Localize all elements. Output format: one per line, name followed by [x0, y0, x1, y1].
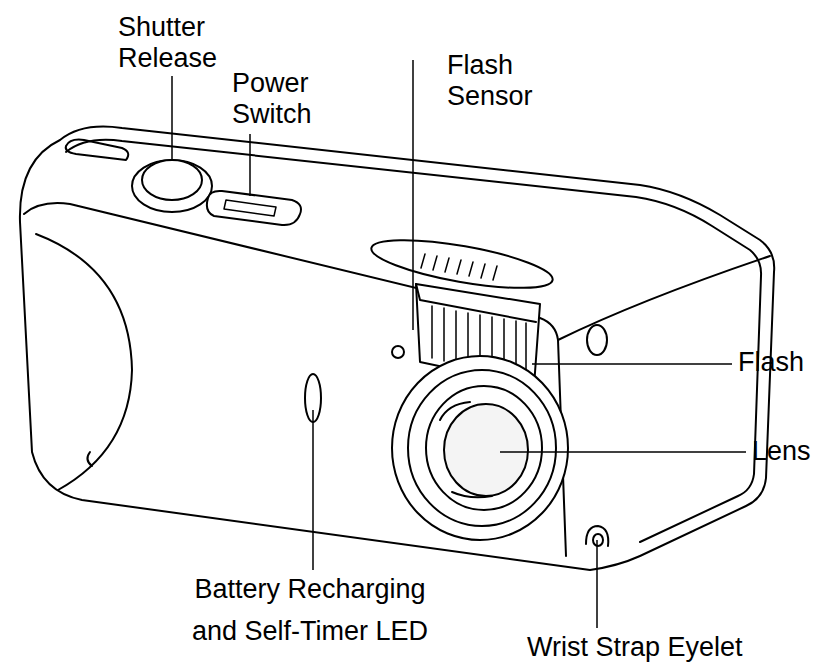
lens-ring-outer: [392, 356, 568, 540]
shutter-button: [142, 160, 202, 200]
side-port: [587, 325, 607, 355]
top-vents: [368, 230, 555, 297]
leader-line: [532, 363, 732, 365]
lens-ring-2: [408, 370, 556, 526]
vent-slits: [421, 254, 497, 280]
lens-ring-3: [426, 386, 542, 510]
leader-line: [500, 451, 746, 453]
part-label: Flash Sensor: [447, 50, 557, 112]
strap-eyelet-hole: [593, 534, 603, 546]
leader-line: [412, 60, 414, 330]
flash-sensor: [392, 346, 404, 358]
top-slot: [66, 140, 129, 160]
part-label: Wrist Strap Eyelet: [527, 632, 743, 663]
part-label: Flash: [738, 347, 804, 378]
part-label: Shutter Release: [118, 12, 238, 74]
top-side-edge: [558, 256, 770, 340]
shutter-button-base: [132, 160, 212, 212]
part-label: Battery Recharging and Self-Timer LED: [170, 568, 450, 652]
grip-curve: [36, 234, 132, 490]
part-label: Lens: [752, 436, 811, 467]
leader-line: [596, 540, 598, 628]
lens-barrel: [440, 402, 492, 497]
camera-foot: [87, 452, 92, 466]
power-switch-slider: [224, 200, 276, 216]
leader-line: [249, 134, 251, 196]
leader-line: [312, 410, 314, 570]
power-switch: [207, 191, 301, 225]
flash-top: [416, 284, 536, 322]
part-label: Power Switch: [232, 68, 352, 130]
lens-glass: [444, 404, 528, 496]
leader-line: [171, 76, 173, 160]
camera-body: [20, 127, 774, 571]
